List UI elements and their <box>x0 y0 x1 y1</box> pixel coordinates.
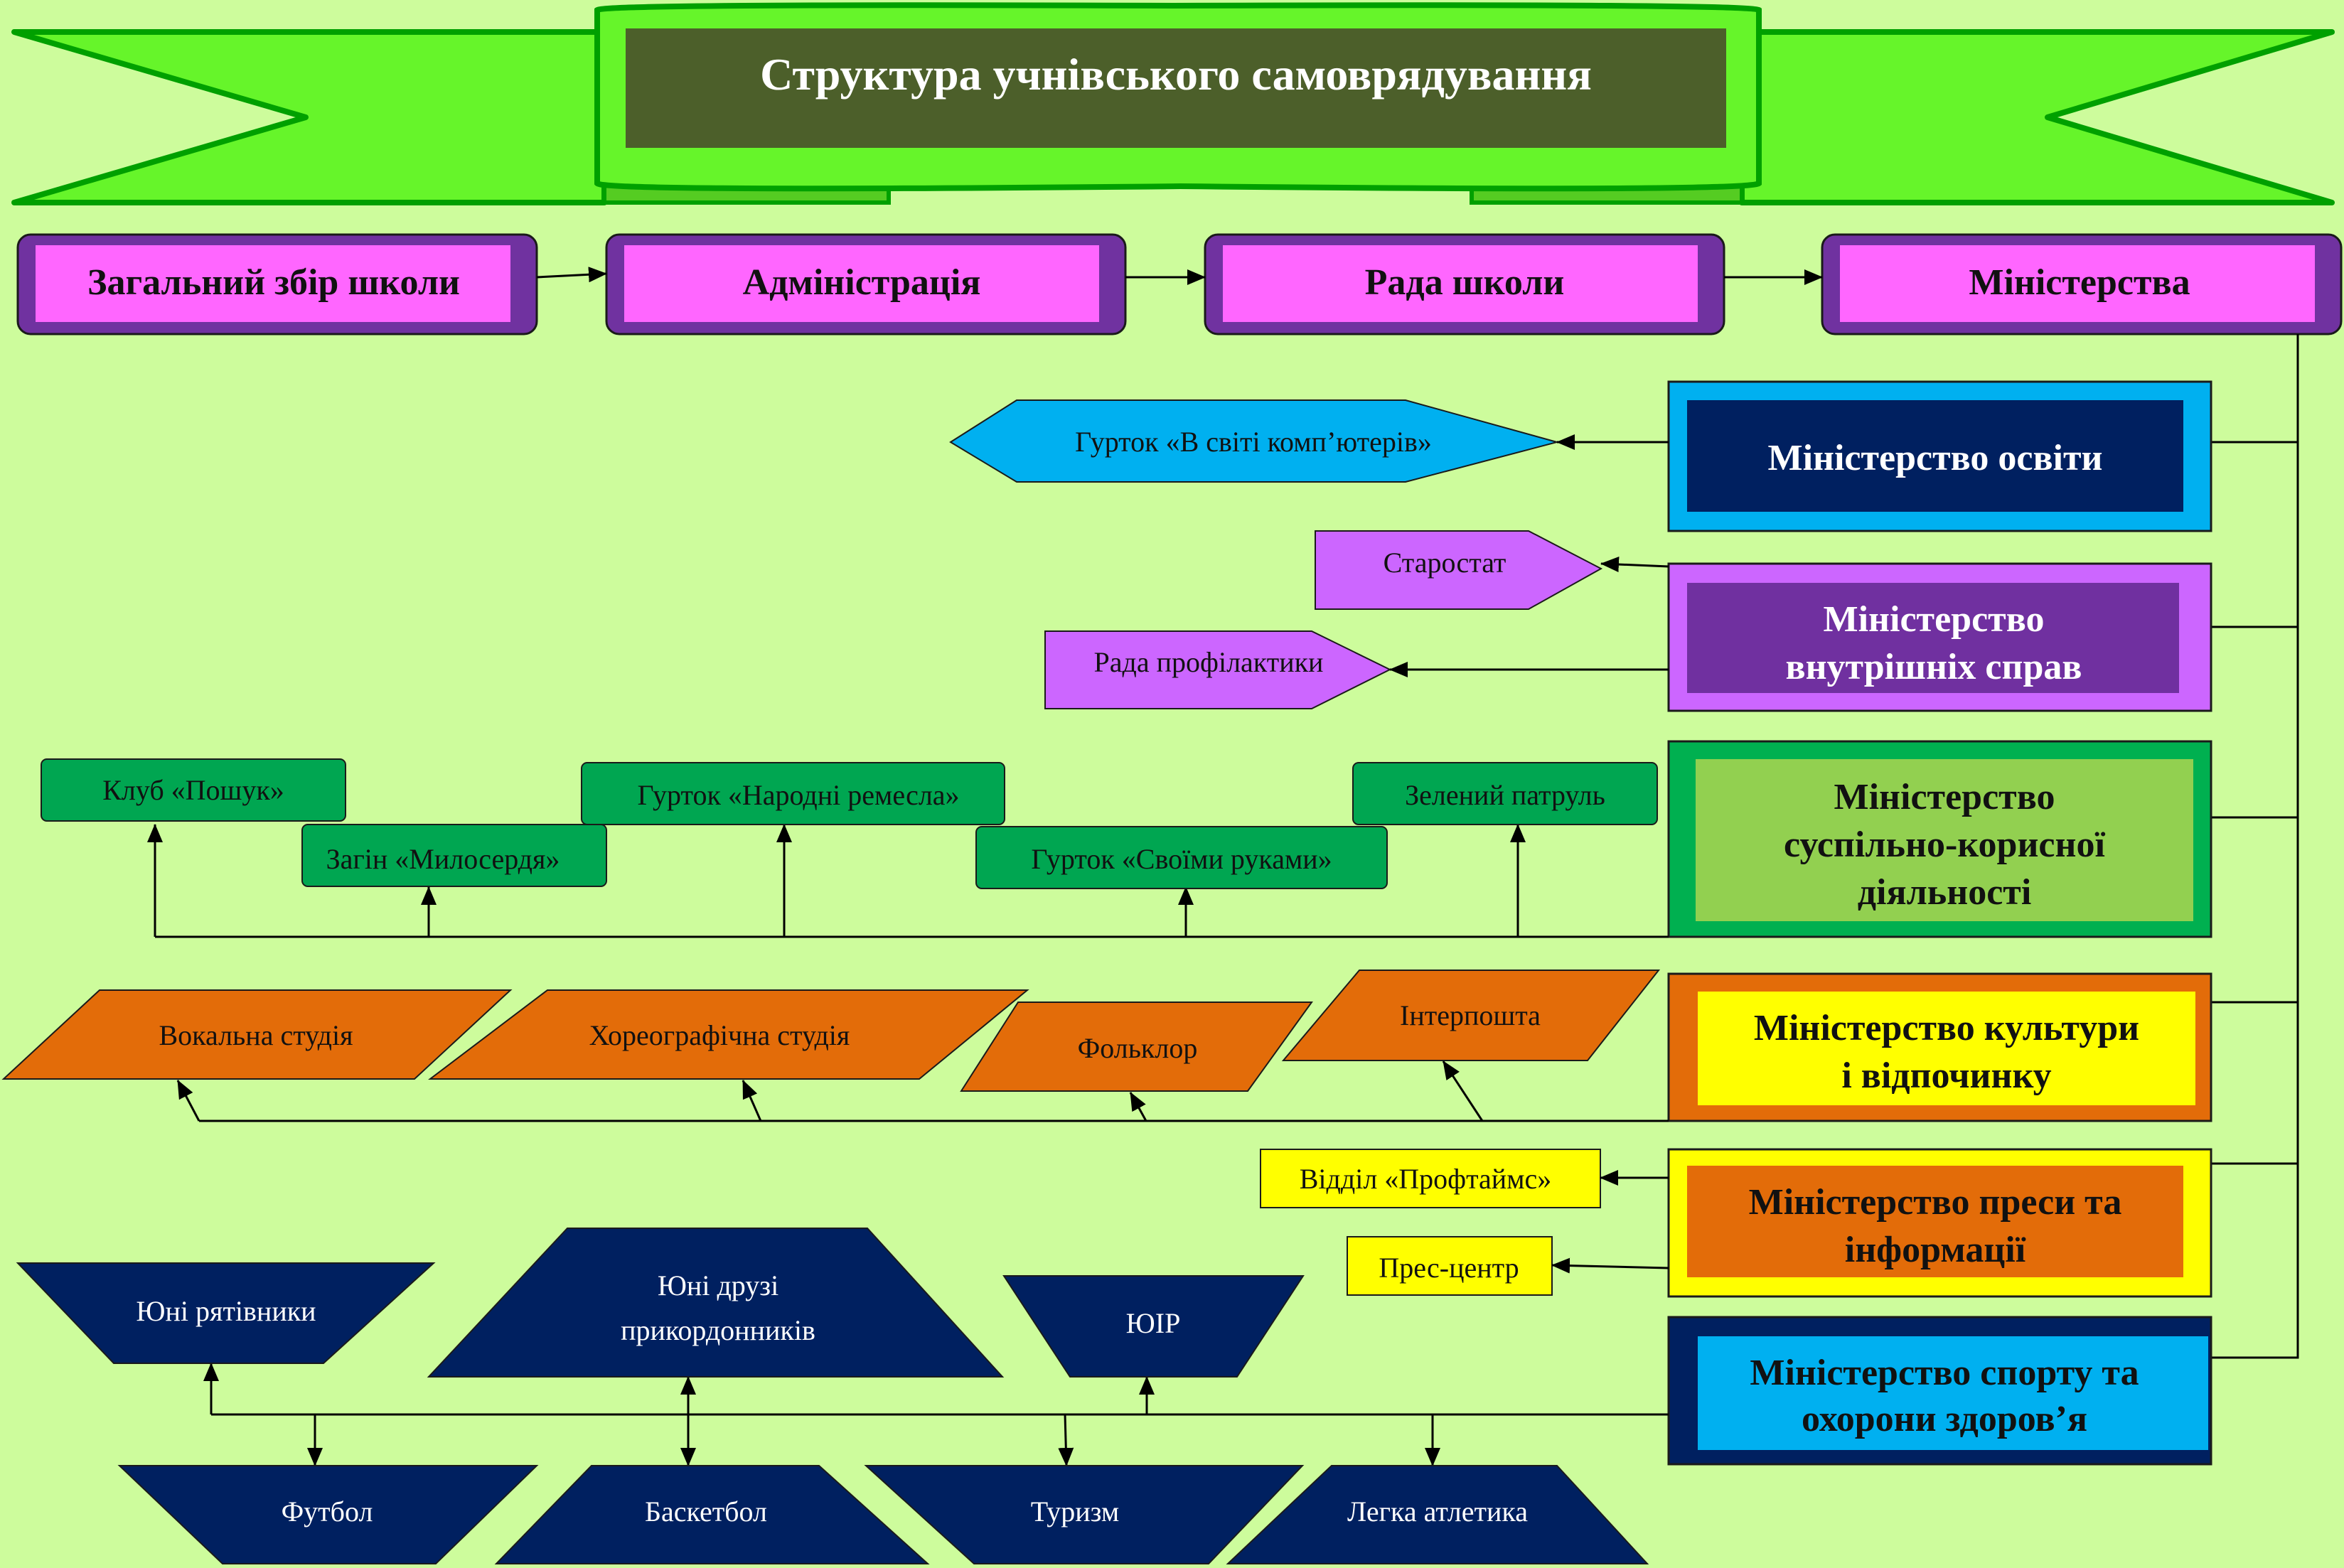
own-hands-box <box>975 826 1388 889</box>
athletics-box <box>1226 1465 1649 1564</box>
top-box-label: Рада школи <box>1365 262 1565 303</box>
press-center-box <box>1347 1236 1553 1296</box>
ministry-press-inner <box>1687 1166 2183 1277</box>
ministry-social-inner <box>1696 759 2193 921</box>
ministry-sport-label-line1: Міністерство спорту та <box>1750 1353 2139 1393</box>
choreography-studio-label: Хореографічна студія <box>589 1019 850 1051</box>
ministry-social: Міністерство суспільно-корисної діяльнос… <box>41 740 2212 938</box>
green-patrol-label: Зелений патруль <box>1405 779 1605 811</box>
prevention-council-box <box>1044 630 1392 709</box>
banner-title-box <box>626 28 1726 148</box>
tourism-label: Туризм <box>1031 1495 1119 1527</box>
banner-left-ribbon <box>11 29 607 205</box>
top-box-school-council-inner <box>1223 245 1698 322</box>
basketball-label: Баскетбол <box>645 1495 767 1527</box>
young-border-friends-box <box>427 1228 1005 1378</box>
press-center-label: Прес-центр <box>1379 1252 1519 1284</box>
young-border-friends-label-line1: Юні друзі <box>658 1269 778 1301</box>
ministries-trunk <box>2211 334 2299 1359</box>
top-box-ministries-inner <box>1840 245 2315 322</box>
young-rescuers-label: Юні рятівники <box>136 1295 316 1327</box>
proftimes-box <box>1260 1149 1601 1208</box>
ministry-internal-label-line1: Міністерство <box>1824 599 2045 640</box>
title-banner: Структура учнівського самоврядування <box>11 2 2335 205</box>
tourism-box <box>864 1465 1305 1564</box>
starostat-label: Старостат <box>1384 547 1507 579</box>
banner-right-ribbon <box>1739 29 2335 205</box>
yuir-box <box>1002 1275 1305 1378</box>
own-hands-label: Гурток «Своїми руками» <box>1031 843 1332 875</box>
top-box-label: Загальний збір школи <box>87 262 460 303</box>
club-computers-label: Гурток «В світі комп’ютерів» <box>1075 426 1432 458</box>
ministry-social-label-line1: Міністерство <box>1834 777 2055 817</box>
top-box-label: Міністерства <box>1969 262 2190 303</box>
ministry-press-label-line2: інформації <box>1845 1230 2026 1270</box>
starostat-box <box>1315 530 1603 610</box>
ministry-internal: Міністерство внутрішніх справ Старостат … <box>1044 530 2212 712</box>
top-row: Загальний збір школи Адміністрація Рада … <box>16 233 2343 335</box>
folk-crafts-label: Гурток «Народні ремесла» <box>637 779 959 811</box>
mercy-squad-label: Загін «Милосердя» <box>326 843 560 875</box>
green-patrol-box <box>1352 762 1658 825</box>
top-row-arrow <box>536 267 607 283</box>
club-search-box <box>41 758 346 822</box>
ministry-press-label-line1: Міністерство преси та <box>1749 1182 2122 1223</box>
ministry-sport-label-line2: охорони здоров’я <box>1802 1399 2087 1439</box>
ministry-social-label-line2: суспільно-корисної <box>1784 825 2105 865</box>
prevention-council-label: Рада профілактики <box>1094 646 1324 678</box>
ministry-culture-inner <box>1698 992 2195 1105</box>
top-box-administration-inner <box>624 245 1099 322</box>
ministry-sport: Міністерство спорту та охорони здоров’я … <box>16 1228 2212 1564</box>
folklore-label: Фольклор <box>1078 1032 1198 1064</box>
basketball-box <box>494 1465 930 1564</box>
ministry-sport-inner <box>1698 1336 2208 1450</box>
choreography-studio-box <box>428 989 1029 1080</box>
connector-arrow <box>1600 557 1669 573</box>
proftimes-label: Відділ «Профтаймс» <box>1300 1163 1552 1195</box>
mercy-squad-box <box>301 824 607 887</box>
young-border-friends-label-line2: прикордонників <box>621 1314 815 1346</box>
ministry-education-inner <box>1687 400 2183 512</box>
ministry-press: Міністерство преси та інформації Відділ … <box>1260 1148 2212 1298</box>
ministry-culture: Міністерство культури і відпочинку Вокал… <box>1 970 2212 1122</box>
top-box-general-meeting-inner <box>36 245 510 322</box>
ministry-education-label: Міністерство освіти <box>1767 438 2102 478</box>
top-box-label: Адміністрація <box>743 262 981 303</box>
ministry-culture-label-line2: і відпочинку <box>1841 1056 2051 1096</box>
sport-connectors <box>203 1363 1669 1466</box>
vocal-studio-box <box>1 989 513 1080</box>
vocal-studio-label: Вокальна студія <box>159 1019 353 1051</box>
folk-crafts-box <box>581 762 1005 825</box>
football-box <box>117 1465 539 1564</box>
football-label: Футбол <box>282 1495 373 1527</box>
club-search-label: Клуб «Пошук» <box>102 774 284 806</box>
folklore-box <box>960 1002 1313 1092</box>
page-title: Структура учнівського самоврядування <box>760 49 1592 100</box>
social-connectors <box>147 824 1669 938</box>
culture-connectors <box>176 1060 1669 1122</box>
ministry-social-label-line3: діяльності <box>1858 872 2032 913</box>
athletics-label: Легка атлетика <box>1347 1495 1528 1527</box>
ministry-internal-inner <box>1687 583 2179 693</box>
ministry-education: Міністерство освіти Гурток «В світі комп… <box>949 380 2212 532</box>
ministry-culture-label-line1: Міністерство культури <box>1754 1008 2139 1048</box>
connector-arrow <box>1551 1257 1669 1274</box>
interpost-box <box>1281 970 1661 1061</box>
interpost-label: Інтерпошта <box>1400 999 1541 1031</box>
yuir-label: ЮІР <box>1126 1307 1181 1339</box>
young-rescuers-box <box>16 1262 436 1364</box>
ministry-internal-label-line2: внутрішніх справ <box>1786 647 2082 687</box>
trunk-line <box>2211 334 2299 1359</box>
